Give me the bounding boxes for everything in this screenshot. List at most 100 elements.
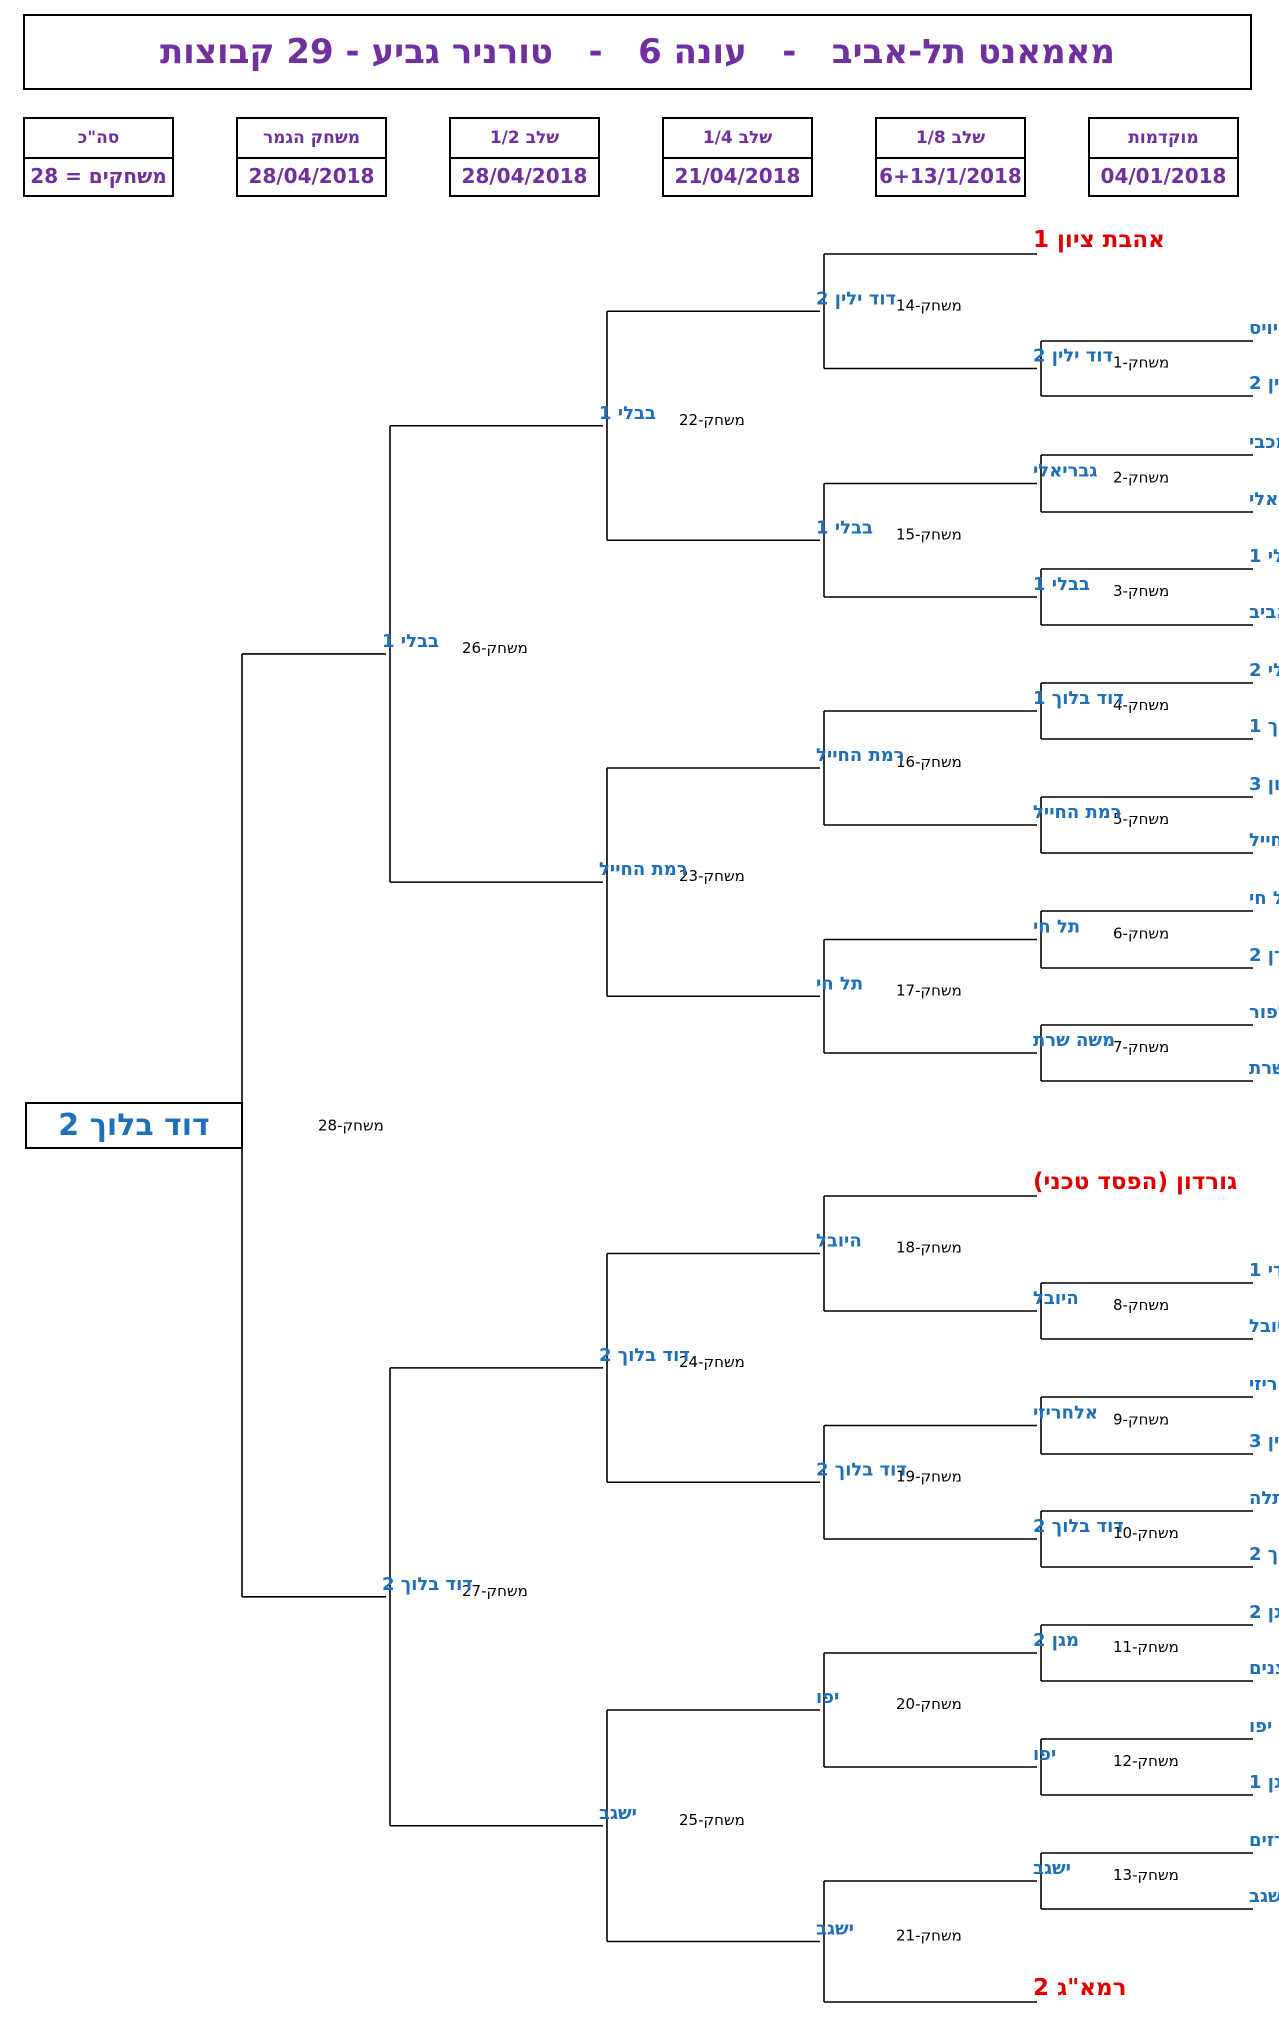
game-label: משחק-17 (896, 981, 962, 999)
game-label: משחק-2 (1113, 469, 1169, 487)
page-title: מאמאנט תל-אביב - עונה 6 - טורניר גביע - … (159, 32, 1116, 72)
team-label: דוד ילין 3 (1249, 1431, 1279, 1452)
winner-label: רמת החייל (599, 859, 688, 880)
game-label: משחק-26 (462, 639, 528, 657)
team-label: יהודה המכבי (1249, 432, 1279, 453)
team-label: דוד בלוך 2 (1249, 1544, 1279, 1565)
winner-label: בבלי 1 (816, 517, 873, 538)
stage-quarter: שלב 1/4 21/04/2018 (662, 117, 813, 197)
winner-label: ישגב (1033, 1858, 1071, 1879)
team-label: דוד ילין 2 (1249, 373, 1279, 394)
bye-team-label: אהבת ציון 1 (1033, 227, 1165, 253)
stage-value: 21/04/2018 (674, 164, 801, 188)
team-label: אהבת ציון 3 (1249, 774, 1279, 795)
winner-label: בבלי 1 (1033, 574, 1090, 595)
team-label: ארזים (1249, 1830, 1279, 1851)
game-label: משחק-18 (896, 1239, 962, 1257)
winner-label: דוד בלוך 2 (1033, 1516, 1124, 1537)
game-label: משחק-15 (896, 525, 962, 543)
winner-label: היובל (1033, 1288, 1079, 1309)
game-label: משחק-14 (896, 296, 962, 314)
stage-semi: שלב 1/2 28/04/2018 (449, 117, 600, 197)
team-label: ישגב (1249, 1886, 1279, 1907)
winner-label: יפו (1033, 1744, 1056, 1765)
winner-label: דוד בלוך 2 (382, 1574, 473, 1595)
champion-box: דוד בלוך 2 (25, 1102, 243, 1150)
team-label: תל חי (1249, 888, 1279, 909)
team-label: מגן 2 (1249, 1602, 1279, 1623)
winner-label: היובל (816, 1231, 862, 1252)
winner-label: רמת החייל (816, 745, 905, 766)
team-label: על יסודי 1 (1249, 1260, 1279, 1281)
winner-label: דוד בלוך 2 (599, 1345, 690, 1366)
game-label: משחק-8 (1113, 1296, 1169, 1314)
title-box: מאמאנט תל-אביב - עונה 6 - טורניר גביע - … (23, 14, 1252, 90)
winner-label: דוד בלוך 1 (1033, 688, 1124, 709)
stage-label: שלב 1/8 (877, 119, 1024, 159)
stage-value: 04/01/2018 (1100, 164, 1227, 188)
team-label: מגן 1 (1249, 1772, 1279, 1793)
winner-label: מגן 2 (1033, 1630, 1079, 1651)
game-label: משחק-1 (1113, 354, 1169, 372)
stage-label: שלב 1/2 (451, 119, 598, 159)
team-label: יפו (1249, 1716, 1272, 1737)
stage-value: 28/04/2018 (248, 164, 375, 188)
game-label: משחק-23 (679, 867, 745, 885)
bye-team-label: רמא"ג 2 (1033, 1975, 1127, 2001)
game-label: משחק-6 (1113, 925, 1169, 943)
winner-label: בבלי 1 (599, 403, 656, 424)
game-label: משחק-20 (896, 1695, 962, 1713)
game-label: משחק-13 (1113, 1866, 1179, 1884)
winner-label: גבריאלי (1033, 461, 1097, 482)
winner-label: משה שרת (1033, 1030, 1115, 1051)
winner-label: דוד ילין 2 (816, 288, 896, 309)
team-label: משה שרת (1249, 1058, 1279, 1079)
winner-label: אלחריזי (1033, 1403, 1098, 1424)
team-label: המשתלה (1249, 1488, 1279, 1509)
game-label: משחק-4 (1113, 696, 1169, 714)
game-label: משחק-24 (679, 1353, 745, 1371)
stage-label: מוקדמות (1090, 119, 1237, 159)
winner-label: יפו (816, 1687, 839, 1708)
champion-name: דוד בלוך 2 (58, 1108, 210, 1144)
stage-label: משחק הגמר (238, 119, 385, 159)
winner-label: בבלי 1 (382, 631, 439, 652)
stage-value: 6+13/1/2018 (879, 164, 1022, 188)
stage-label: שלב 1/4 (664, 119, 811, 159)
game-label: משחק-5 (1113, 810, 1169, 828)
game-label: משחק-27 (462, 1582, 528, 1600)
bye-team-label: גורדון (הפסד טכני) (1033, 1169, 1237, 1195)
game-label: משחק-21 (896, 1927, 962, 1945)
game-label: משחק-10 (1113, 1524, 1179, 1542)
winner-label: תל חי (1033, 917, 1080, 938)
team-label: גבריאלי (1249, 489, 1279, 510)
winner-label: ישגב (816, 1919, 854, 1940)
team-label: היובל (1249, 1316, 1279, 1337)
team-label: בבלי 1 (1249, 546, 1279, 567)
team-label: אלחריזי (1249, 1374, 1279, 1395)
game-label: משחק-11 (1113, 1638, 1179, 1656)
winner-label: דוד בלוך 2 (816, 1459, 907, 1480)
game-label: משחק-3 (1113, 582, 1169, 600)
stage-label: סה"כ (25, 119, 172, 159)
game-label: משחק-12 (1113, 1752, 1179, 1770)
team-label: ניצנים (1249, 1658, 1279, 1679)
stage-prelim: מוקדמות 04/01/2018 (1088, 117, 1239, 197)
game-label: משחק-19 (896, 1467, 962, 1485)
team-label: צוקי אביב (1249, 602, 1279, 623)
team-label: דוד בלוך 1 (1249, 716, 1279, 737)
game-label: משחק-22 (679, 411, 745, 429)
stage-round16: שלב 1/8 6+13/1/2018 (875, 117, 1026, 197)
winner-label: רמת החייל (1033, 802, 1122, 823)
game-label: משחק-7 (1113, 1038, 1169, 1056)
team-label: בלפור (1249, 1002, 1279, 1023)
stage-value: 28/04/2018 (461, 164, 588, 188)
stage-total: סה"כ משחקים = 28 (23, 117, 174, 197)
game-label: משחק-28 (318, 1116, 384, 1134)
team-label: בבלי 2 (1249, 660, 1279, 681)
stage-value: משחקים = 28 (30, 164, 167, 188)
team-label: ארן 2 (1249, 945, 1279, 966)
winner-label: דוד ילין 2 (1033, 346, 1113, 367)
team-label: ליידי דייויס (1249, 318, 1279, 339)
